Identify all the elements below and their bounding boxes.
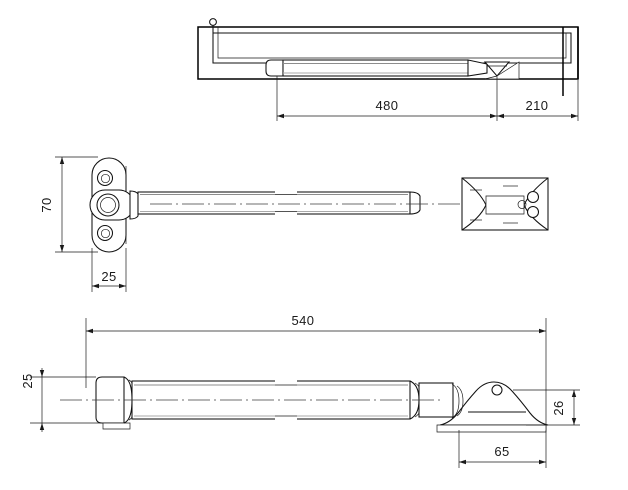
arrow-25a-left-icon [92,283,99,289]
dim-label-25-side: 25 [20,373,35,388]
bracket-baseplate-bottom [436,424,547,433]
dimension-480: 480 [277,98,497,119]
arrow-210-left-icon [497,113,504,119]
bracket-base-plate [484,61,520,80]
arrow-540-left-icon [86,328,93,334]
bracket-joint-curve-2 [456,385,464,417]
arrow-65-left-icon [459,459,466,465]
arrow-26-top-icon [571,390,577,397]
stay-tube-mid [137,191,411,215]
plate-screw-hole-top [96,169,114,187]
arrow-480-right-icon [490,113,497,119]
arrow-25a-right-icon [119,283,126,289]
door-leaf-profile [212,23,572,64]
bracket-center-block [485,195,525,215]
stay-inner-rod [467,59,488,77]
arrow-70-top-icon [59,157,65,164]
dimension-70: 70 [39,156,98,253]
dim-label-480: 480 [376,98,399,113]
tube-collar-left [129,190,139,220]
bracket-fixing-hole [491,384,503,396]
arrow-25b-top-icon [39,370,45,377]
stay-left-endcap [265,59,284,77]
pivot-hole-inner [100,197,116,213]
dim-label-65: 65 [494,444,509,459]
break-gap-mid [275,188,297,218]
bracket-joint-curve-1 [451,383,460,419]
dim-label-25-plate: 25 [101,269,116,284]
bracket-hole-center [517,200,527,209]
arrow-25b-bottom-icon [39,423,45,430]
dimension-25-plate: 25 [91,248,127,292]
middle-view-group: 70 25 [39,156,549,292]
dimension-25-side: 25 [20,368,103,432]
dim-label-540: 540 [292,313,315,328]
bracket-dome-profile [439,381,549,426]
arrow-65-right-icon [539,459,546,465]
dimension-210: 210 [497,98,578,119]
plate-screw-hole-bottom-inner [100,228,111,239]
arrow-480-left-icon [277,113,284,119]
bottom-view-group: 540 [20,313,580,468]
pivot-pin-icon [209,18,217,26]
dimension-65: 65 [458,430,547,468]
stay-outer-tube [282,59,469,77]
bracket-hole-lower [526,205,540,219]
dim-label-26: 26 [551,400,566,415]
top-view-group: 480 210 [197,18,579,121]
arrow-26-bottom-icon [571,418,577,425]
plate-screw-hole-bottom [96,224,114,242]
plate-screw-hole-top-inner [100,173,111,184]
tube-collar-right [409,191,421,215]
door-leaf-inner-line [217,27,567,59]
dim-label-70: 70 [39,197,54,212]
dim-label-210: 210 [526,98,549,113]
dimension-540: 540 [85,313,547,430]
arrow-70-bottom-icon [59,245,65,252]
arrow-540-right-icon [539,328,546,334]
bracket-hole-upper [526,190,540,204]
left-endcap-foot [102,422,131,430]
dimension-26: 26 [513,389,580,426]
arrow-210-right-icon [571,113,578,119]
stay-end-bracket-top [483,61,511,77]
